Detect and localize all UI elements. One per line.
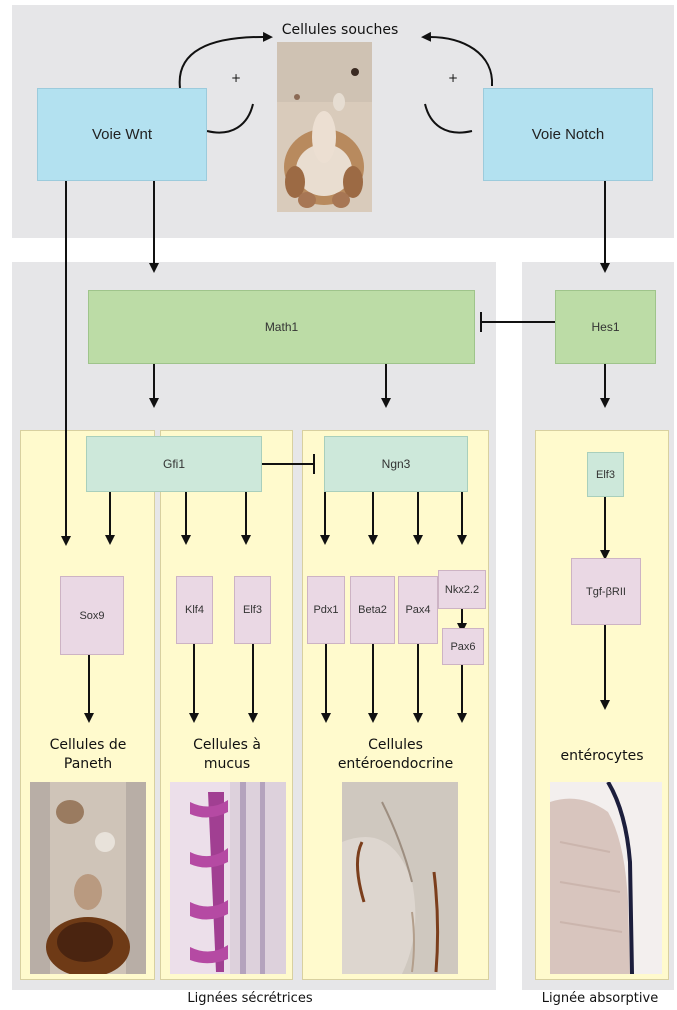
plus-right: + [446, 70, 460, 87]
klf4-box: Klf4 [176, 576, 213, 644]
enteroendocrine-label-line2: entéroendocrine [302, 756, 489, 773]
pdx1-box: Pdx1 [307, 576, 345, 644]
enteroendocrine-label-line1: Cellules [302, 737, 489, 754]
paneth-label-line1: Cellules de [22, 737, 154, 754]
paneth-label-line2: Paneth [22, 756, 154, 773]
beta2-box: Beta2 [350, 576, 395, 644]
secretory-lineages-label: Lignées sécrétrices [150, 990, 350, 1007]
elf3-absorptive-box: Elf3 [587, 452, 624, 497]
pax6-box: Pax6 [442, 628, 484, 665]
mucus-label-line1: Cellules à [160, 737, 294, 754]
sox9-box: Sox9 [60, 576, 124, 655]
enterocytes-label: entérocytes [535, 748, 669, 765]
ngn3-box: Ngn3 [324, 436, 468, 492]
elf3-mucus-box: Elf3 [234, 576, 271, 644]
math1-box: Math1 [88, 290, 475, 364]
stem-cells-label: Cellules souches [250, 22, 430, 39]
hes1-box: Hes1 [555, 290, 656, 364]
notch-pathway-box: Voie Notch [483, 88, 653, 181]
pax4-box: Pax4 [398, 576, 438, 644]
plus-left: + [229, 70, 243, 87]
wnt-pathway-box: Voie Wnt [37, 88, 207, 181]
mucus-label-line2: mucus [160, 756, 294, 773]
tgf-beta-rii-box: Tgf-βRII [571, 558, 641, 625]
gfi1-box: Gfi1 [86, 436, 262, 492]
nkx22-box: Nkx2.2 [438, 570, 486, 609]
absorptive-lineage-label: Lignée absorptive [525, 990, 675, 1007]
